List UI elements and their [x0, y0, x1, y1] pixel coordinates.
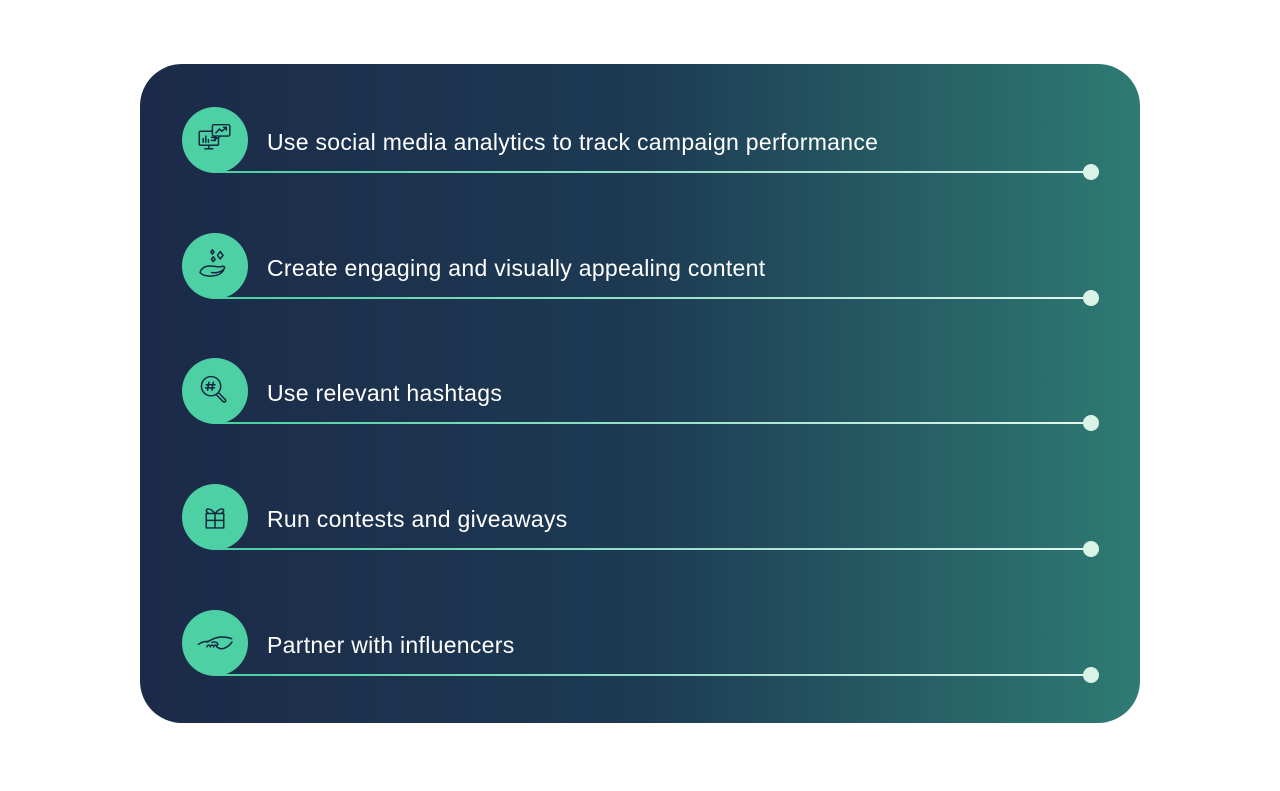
item-label: Partner with influencers [267, 632, 515, 658]
item-underline [214, 171, 1091, 173]
list-item: Create engaging and visually appealing c… [140, 233, 1140, 313]
infographic-card: Use social media analytics to track camp… [140, 64, 1140, 723]
handshake-icon [197, 636, 233, 650]
item-label: Use relevant hashtags [267, 380, 503, 406]
list-item: Use relevant hashtags [140, 358, 1140, 438]
item-underline [214, 422, 1091, 424]
hand-sparkles-icon [199, 249, 226, 277]
list-item: Partner with influencers [140, 610, 1140, 690]
line-end-dot [1083, 415, 1099, 431]
item-underline [214, 297, 1091, 299]
list-item: Run contests and giveaways [140, 484, 1140, 564]
icon-circle [182, 233, 248, 299]
line-end-dot [1083, 290, 1099, 306]
item-underline [214, 674, 1091, 676]
icon-circle [182, 610, 248, 676]
icon-circle [182, 358, 248, 424]
icon-circle [182, 484, 248, 550]
icon-circle [182, 107, 248, 173]
line-end-dot [1083, 164, 1099, 180]
hashtag-search-icon [200, 375, 227, 403]
line-end-dot [1083, 667, 1099, 683]
item-label: Create engaging and visually appealing c… [267, 255, 766, 281]
line-end-dot [1083, 541, 1099, 557]
list-item: Use social media analytics to track camp… [140, 107, 1140, 187]
item-label: Run contests and giveaways [267, 506, 568, 532]
monitor-analytics-icon [198, 123, 231, 150]
item-underline [214, 548, 1091, 550]
gift-icon [205, 508, 225, 529]
item-label: Use social media analytics to track camp… [267, 129, 879, 155]
